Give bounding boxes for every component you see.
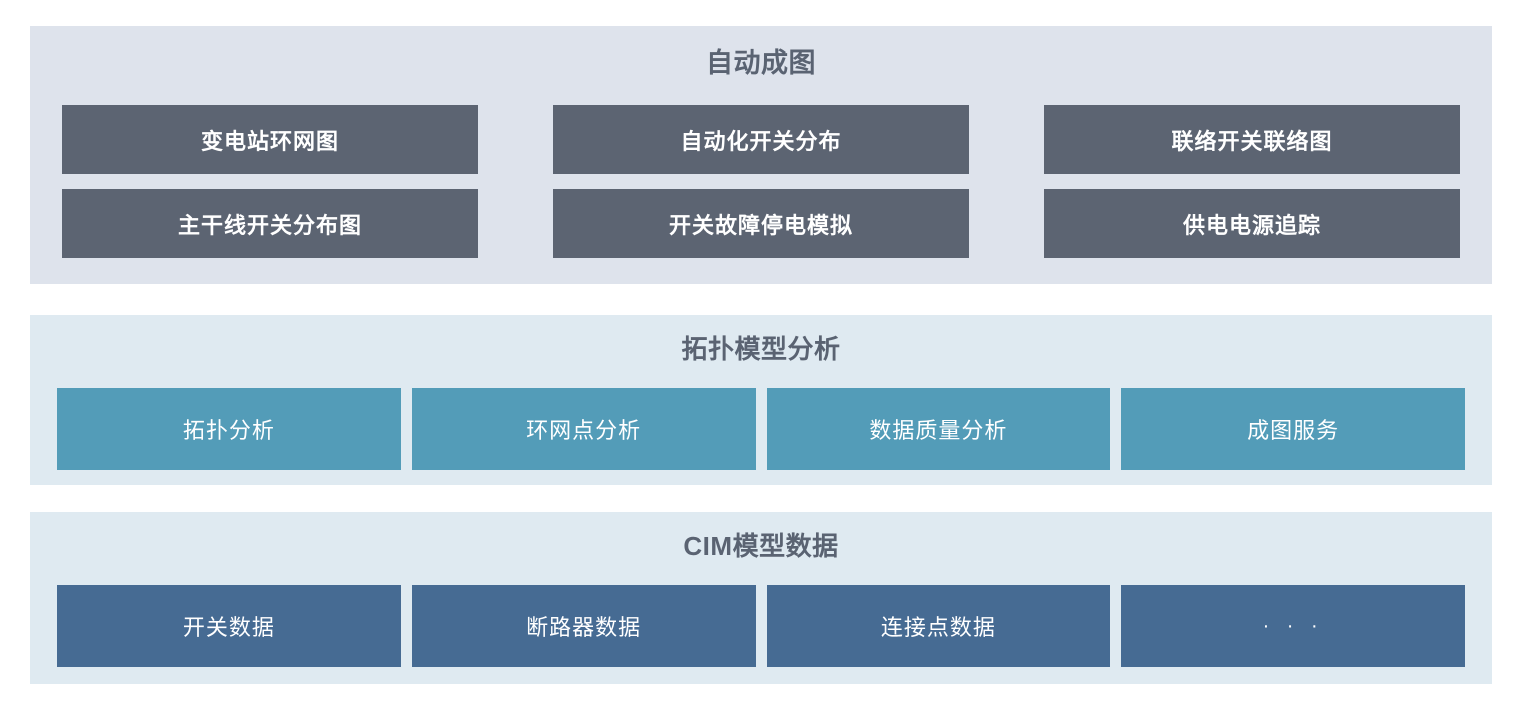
section-automap-title: 自动成图 (706, 48, 816, 78)
button-connectivity-node-data[interactable]: 连接点数据 (766, 585, 1111, 667)
section-cim-model-data-title: CIM模型数据 (683, 531, 839, 561)
section-topology-grid: 拓扑分析 环网点分析 数据质量分析 成图服务 (57, 388, 1465, 470)
button-switch-fault-outage-simulation[interactable]: 开关故障停电模拟 (553, 189, 969, 258)
section-cim-grid: 开关数据 断路器数据 连接点数据 · · · (57, 585, 1465, 667)
section-cim-model-data: CIM模型数据 开关数据 断路器数据 连接点数据 · · · (30, 512, 1492, 684)
button-mapping-service[interactable]: 成图服务 (1121, 388, 1465, 470)
button-ring-network-point-analysis[interactable]: 环网点分析 (411, 388, 756, 470)
button-switch-data[interactable]: 开关数据 (57, 585, 401, 667)
button-trunk-line-switch-distribution-diagram[interactable]: 主干线开关分布图 (62, 189, 478, 258)
button-circuit-breaker-data[interactable]: 断路器数据 (411, 585, 756, 667)
button-topology-analysis[interactable]: 拓扑分析 (57, 388, 401, 470)
section-topology-analysis-title: 拓扑模型分析 (681, 334, 841, 364)
automap-column-2: 自动化开关分布 开关故障停电模拟 (553, 105, 969, 258)
button-more-data[interactable]: · · · (1121, 585, 1465, 667)
automap-column-1: 变电站环网图 主干线开关分布图 (62, 105, 478, 258)
button-automation-switch-distribution[interactable]: 自动化开关分布 (553, 105, 969, 174)
section-automap-grid: 变电站环网图 主干线开关分布图 自动化开关分布 开关故障停电模拟 联络开关联络图… (62, 105, 1460, 258)
button-tie-switch-connection-diagram[interactable]: 联络开关联络图 (1044, 105, 1460, 174)
section-topology-analysis: 拓扑模型分析 拓扑分析 环网点分析 数据质量分析 成图服务 (30, 315, 1492, 485)
button-substation-ring-network-diagram[interactable]: 变电站环网图 (62, 105, 478, 174)
button-data-quality-analysis[interactable]: 数据质量分析 (766, 388, 1111, 470)
automap-column-3: 联络开关联络图 供电电源追踪 (1044, 105, 1460, 258)
section-automap: 自动成图 变电站环网图 主干线开关分布图 自动化开关分布 开关故障停电模拟 联络… (30, 26, 1492, 284)
button-power-supply-source-tracing[interactable]: 供电电源追踪 (1044, 189, 1460, 258)
